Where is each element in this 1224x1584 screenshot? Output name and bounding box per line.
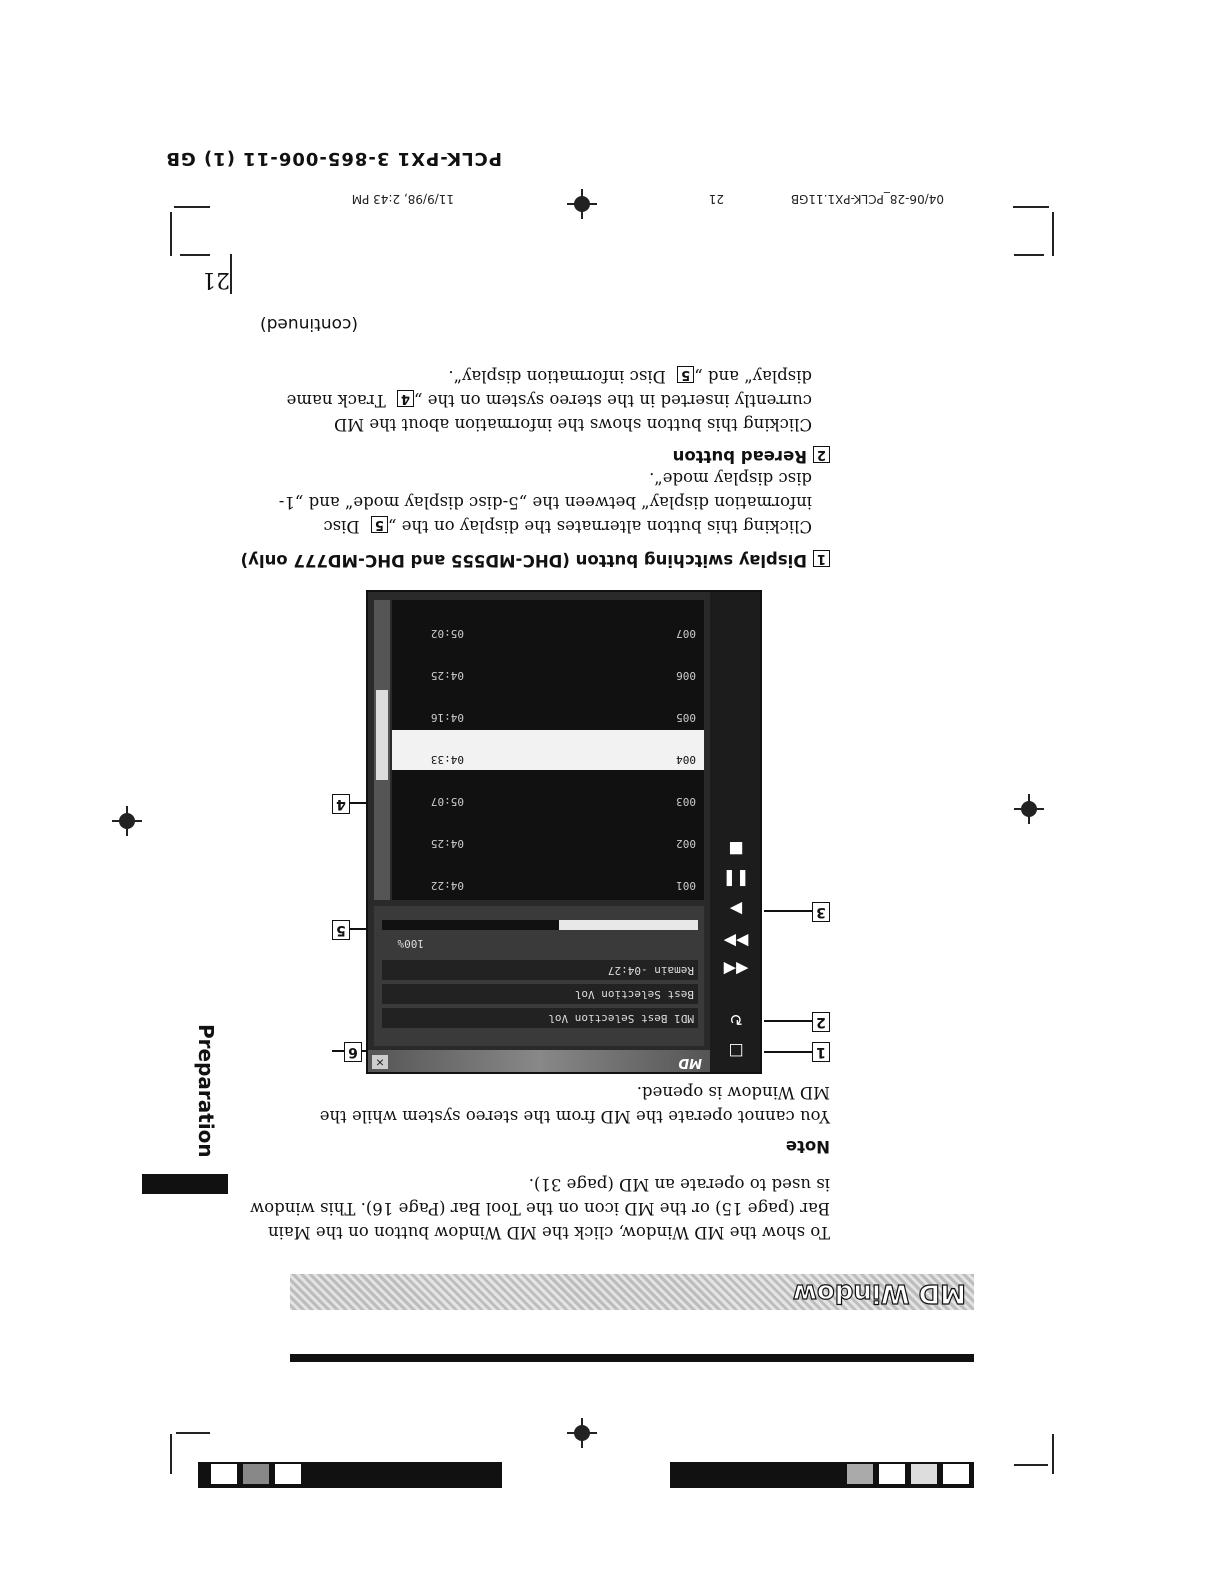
item-2-title: Reread button xyxy=(672,447,807,466)
note-text: You cannot operate the MD from the stere… xyxy=(319,1083,830,1126)
side-tab-bar xyxy=(142,1174,228,1194)
page-rule xyxy=(230,254,232,294)
color-bar xyxy=(670,1462,974,1488)
callout-1: 1 xyxy=(812,1042,830,1062)
registration-target-icon xyxy=(112,806,142,836)
callout-3: 3 xyxy=(812,902,830,922)
item-1-title: Display switching button (DHC-MD555 and … xyxy=(240,551,807,570)
item-2-number: 2 xyxy=(812,446,830,463)
color-swatch xyxy=(846,1463,874,1485)
section-rule xyxy=(290,1354,974,1362)
item-2-text: Clicking this button shows the informati… xyxy=(286,366,812,434)
md-window-title: MD xyxy=(678,1055,702,1070)
ref-5: 5 xyxy=(677,366,695,383)
callout-6: 6 xyxy=(344,1042,362,1062)
page-number: 21 xyxy=(202,267,230,292)
disc-line: MD1 Best Selection Vol xyxy=(382,1008,698,1028)
disc-line: Best Selection Vol xyxy=(382,984,698,1004)
color-swatch xyxy=(210,1463,238,1485)
item-1-number: 1 xyxy=(812,550,830,567)
registration-target-icon xyxy=(567,1418,597,1448)
color-swatch xyxy=(910,1463,938,1485)
md-toolbar: □ ↻ ◀◀ ▶▶ ▶ ❚❚ ■ xyxy=(710,592,760,1072)
section-title-bar: MD Window xyxy=(290,1274,974,1310)
ref-5: 5 xyxy=(370,516,388,533)
registration-target-icon xyxy=(1014,794,1044,824)
next-icon[interactable]: ▶▶ xyxy=(723,932,749,951)
pause-icon[interactable]: ❚❚ xyxy=(722,870,750,889)
slug-file: 04/06-28_PCLK-PX1.11GB xyxy=(790,192,944,206)
crop-mark xyxy=(174,206,210,208)
callout-4: 4 xyxy=(332,794,350,814)
color-swatch xyxy=(274,1463,302,1485)
callout-line xyxy=(764,1020,812,1022)
disc-percent: 100% xyxy=(397,937,425,950)
reread-button[interactable]: ↻ xyxy=(729,1010,743,1029)
callout-5: 5 xyxy=(332,920,350,940)
callout-line xyxy=(764,910,812,912)
previous-icon[interactable]: ◀◀ xyxy=(723,960,749,979)
md-window-figure: □ ↻ ◀◀ ▶▶ ▶ ❚❚ ■ MD × MD1 Best Selection… xyxy=(366,590,762,1074)
close-icon[interactable]: × xyxy=(372,1055,388,1069)
crop-mark xyxy=(176,1432,210,1434)
crop-mark xyxy=(1052,1434,1054,1474)
disc-information-display: MD1 Best Selection Vol Best Selection Vo… xyxy=(374,906,704,1046)
color-swatch xyxy=(942,1463,970,1485)
continued-label: (continued) xyxy=(260,314,358,334)
item-2-heading: 2 Reread button xyxy=(230,446,830,466)
crop-mark xyxy=(1052,212,1054,256)
crop-mark xyxy=(170,212,172,256)
play-icon[interactable]: ▶ xyxy=(729,900,743,919)
disc-progress-bar xyxy=(382,920,698,930)
crop-mark xyxy=(170,1434,172,1474)
callout-2: 2 xyxy=(812,1012,830,1032)
track-scrollbar[interactable] xyxy=(374,600,390,900)
slug-page: 21 xyxy=(708,192,724,206)
crop-mark xyxy=(1014,254,1044,256)
registration-target-icon xyxy=(567,189,597,219)
item-1-heading: 1 Display switching button (DHC-MD555 and… xyxy=(230,550,830,570)
crop-mark xyxy=(1014,1464,1048,1466)
print-code: PCLK-PX1 3-865-006-11 (1) GB xyxy=(165,148,502,169)
intro-paragraph: To show the MD Window, click the MD Wind… xyxy=(250,1175,830,1242)
display-switch-button[interactable]: □ xyxy=(728,1042,744,1061)
note-heading: Note xyxy=(785,1137,830,1156)
section-title: MD Window xyxy=(792,1277,966,1308)
md-window-titlebar: MD × xyxy=(368,1050,710,1072)
ref-4: 4 xyxy=(396,390,414,407)
color-bar xyxy=(198,1462,502,1488)
crop-mark xyxy=(180,254,210,256)
stop-icon[interactable]: ■ xyxy=(728,840,744,859)
color-swatch xyxy=(242,1463,270,1485)
color-swatch xyxy=(878,1463,906,1485)
item-1-text: Clicking this button alternates the disp… xyxy=(278,469,812,536)
slug-timestamp: 11/9/98, 2:43 PM xyxy=(351,192,454,206)
disc-line: Remain -04:27 xyxy=(382,960,698,980)
scrollbar-thumb[interactable] xyxy=(376,690,388,780)
side-tab-label: Preparation xyxy=(194,1024,218,1158)
callout-line xyxy=(764,1051,812,1053)
crop-mark xyxy=(1013,206,1049,208)
